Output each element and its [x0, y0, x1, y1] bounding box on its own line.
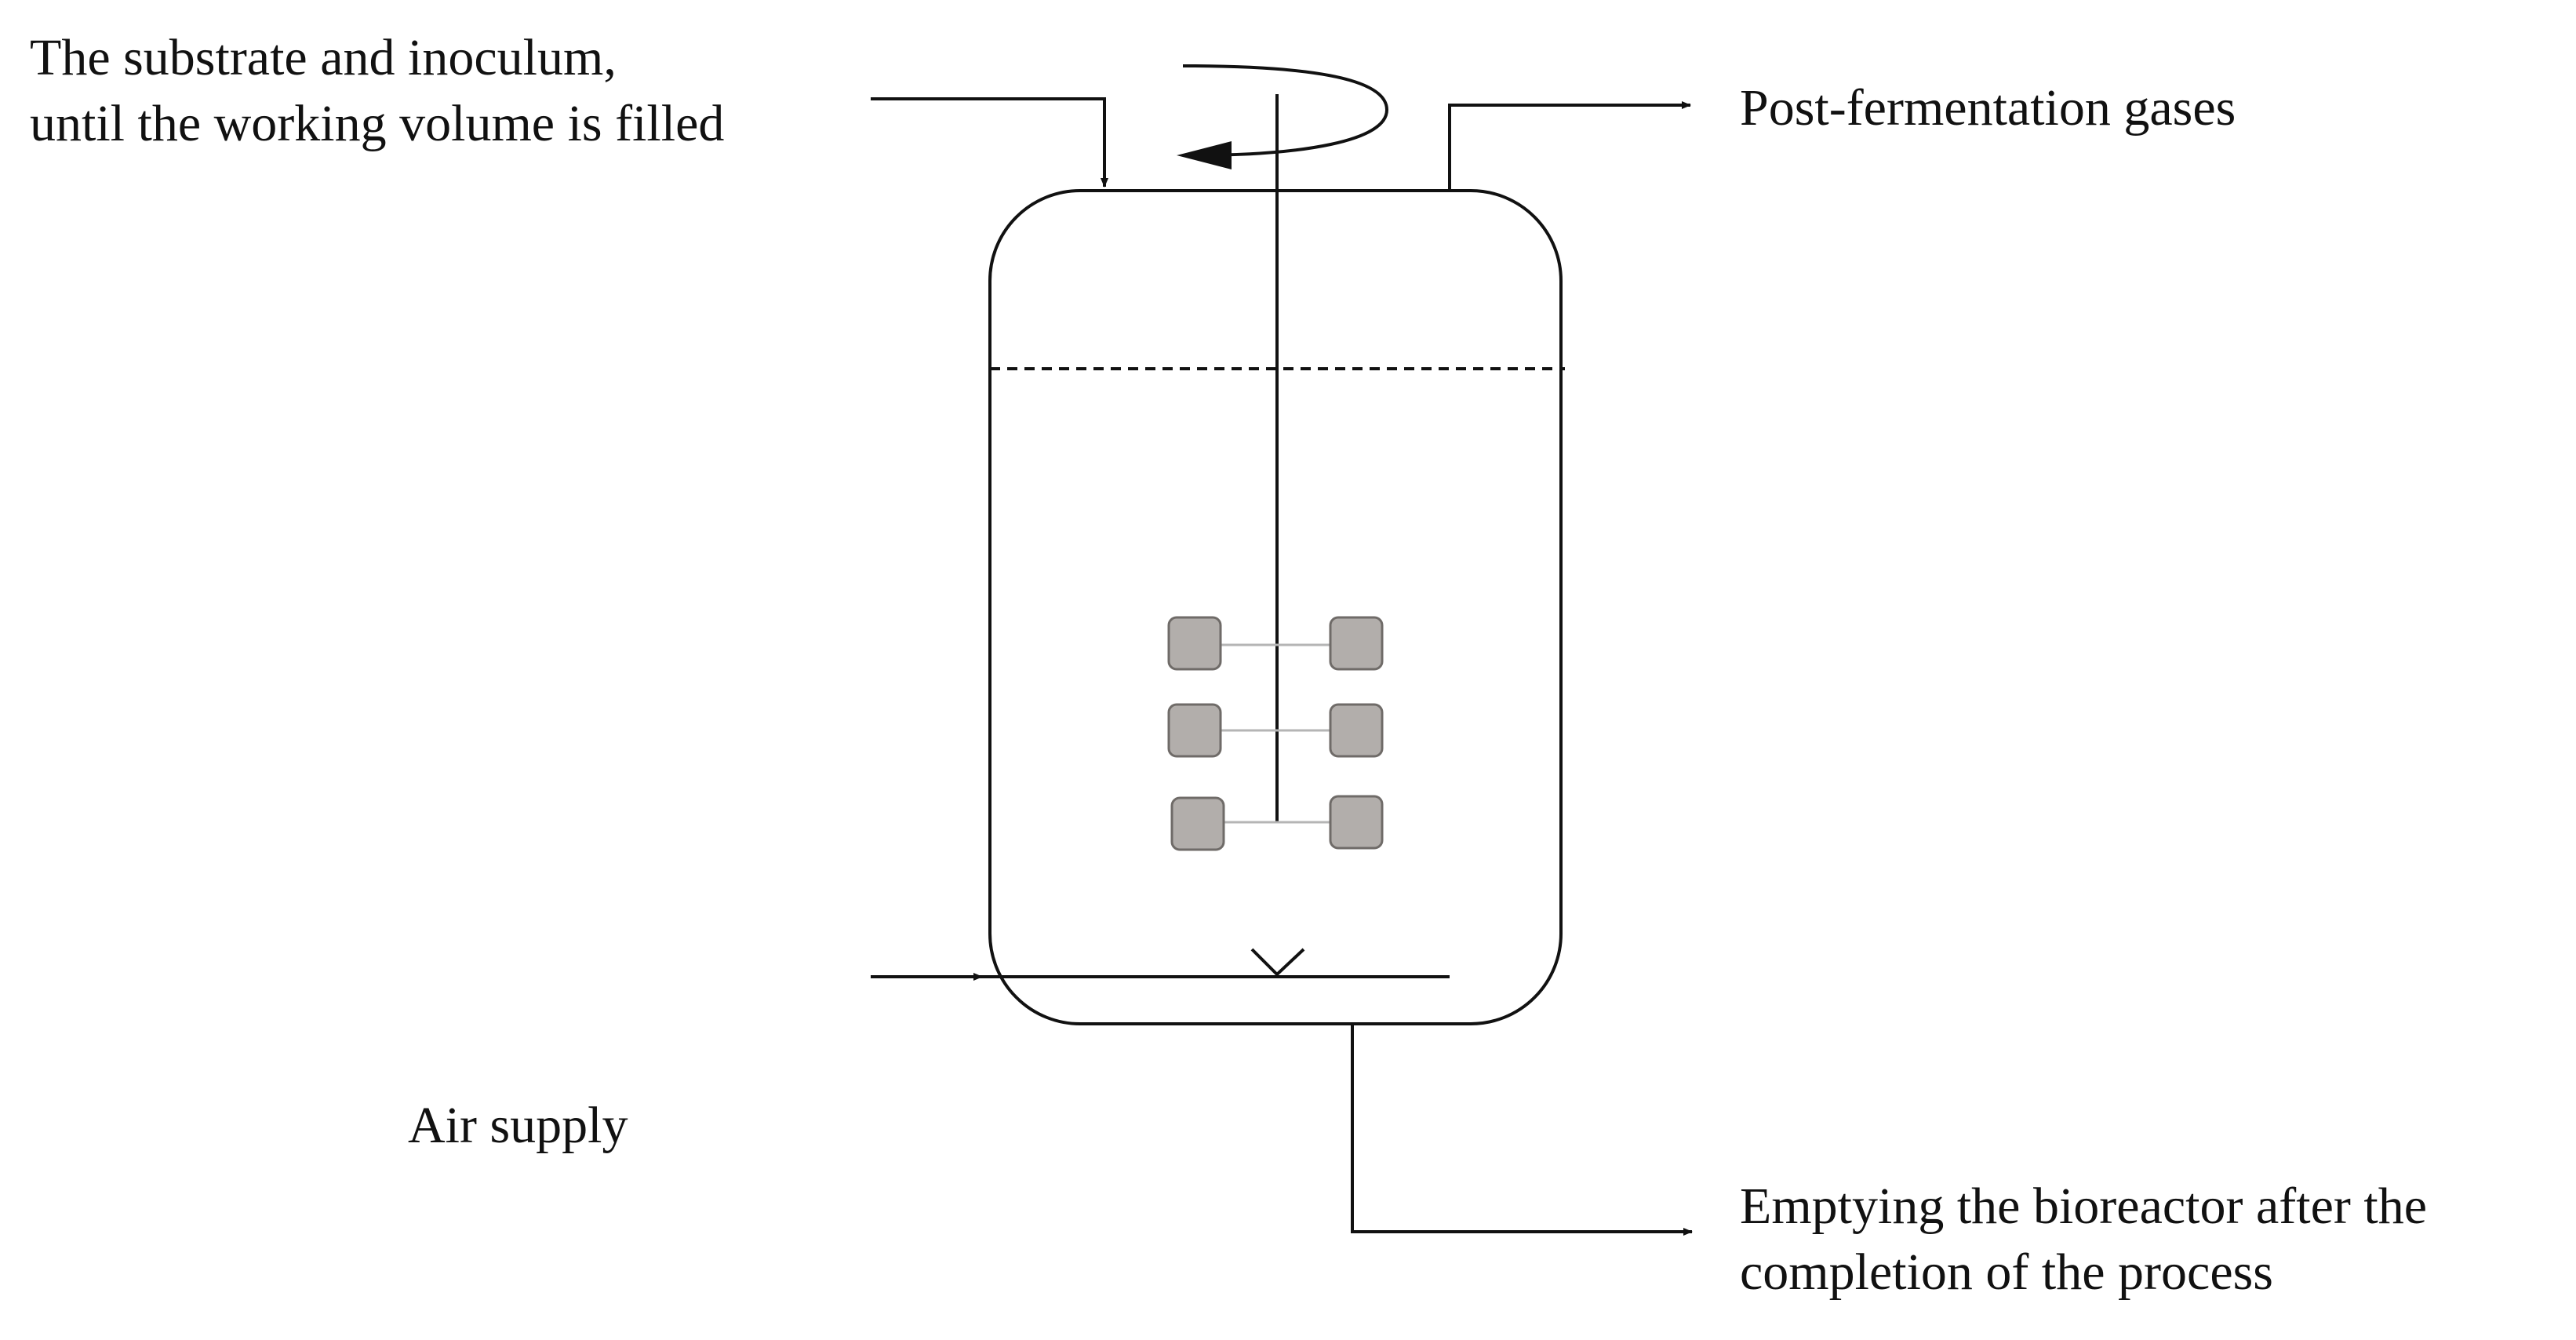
impeller-paddle [1329, 616, 1384, 671]
emptying-label-line1: Emptying the bioreactor after the [1740, 1178, 2427, 1235]
air-supply-label-text: Air supply [408, 1097, 628, 1154]
substrate-input-label-line1: The substrate and inoculum, [30, 29, 617, 86]
sparger-nozzle [1250, 948, 1305, 977]
gas-outlet-arrow [1448, 101, 1691, 191]
substrate-input-arrow [871, 97, 1108, 188]
emptying-label-line2: completion of the process [1740, 1244, 2273, 1301]
impeller-paddle [1329, 703, 1384, 758]
gases-label-text: Post-fermentation gases [1740, 79, 2236, 137]
emptying-label: Emptying the bioreactor after the comple… [1740, 1174, 2427, 1305]
substrate-input-label: The substrate and inoculum, until the wo… [30, 25, 724, 157]
impeller-paddle [1167, 616, 1222, 671]
impeller-paddle [1329, 795, 1384, 850]
emptying-outlet-arrow [1351, 1024, 1693, 1236]
impeller-paddle [1170, 796, 1225, 851]
impeller-paddle [1167, 703, 1222, 758]
substrate-input-label-line2: until the working volume is filled [30, 95, 725, 152]
air-supply-label: Air supply [408, 1093, 628, 1159]
rotation-arrowhead [1177, 141, 1232, 169]
rotation-arrow [1182, 64, 1389, 157]
gases-label: Post-fermentation gases [1740, 75, 2236, 141]
